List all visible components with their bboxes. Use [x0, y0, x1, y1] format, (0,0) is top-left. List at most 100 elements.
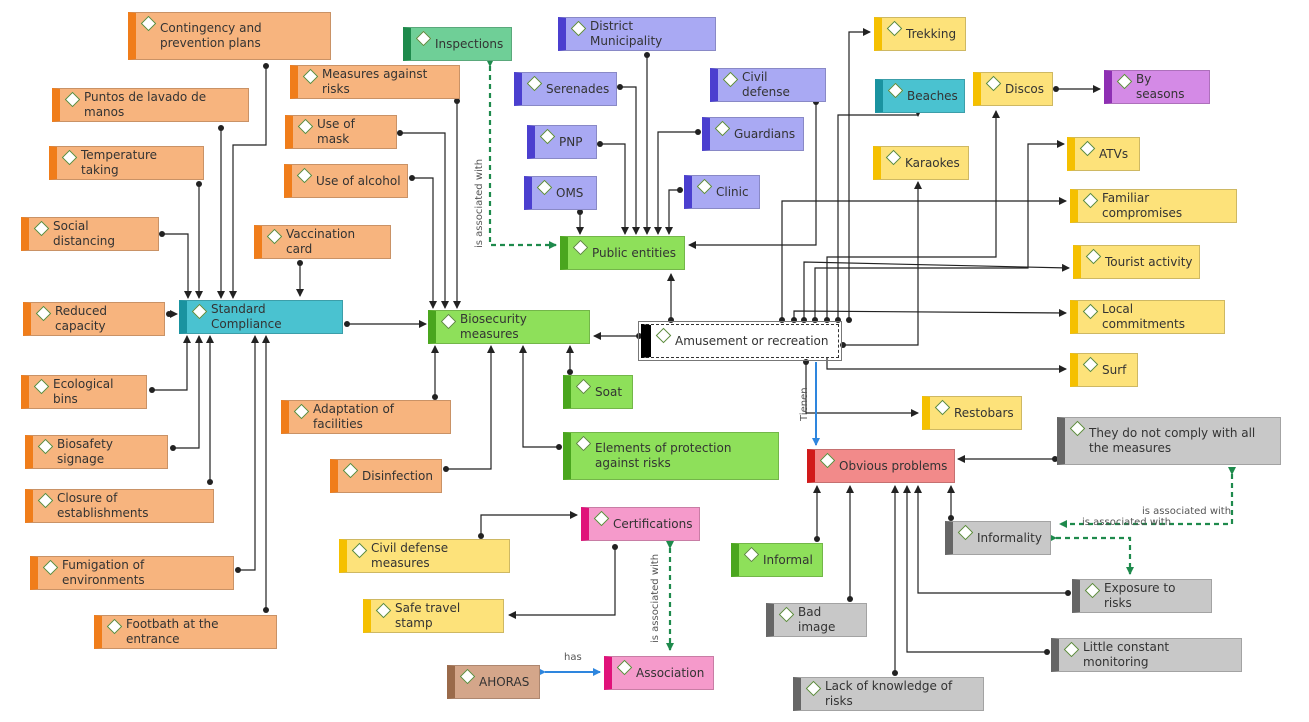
node-karaokes[interactable]: Karaokes [873, 146, 969, 180]
node-label: Obvious problems [839, 458, 948, 473]
diamond-icon [33, 378, 50, 395]
node-label: Adaptation of facilities [313, 402, 395, 431]
connector-dot [478, 533, 484, 539]
link-signage-standard [173, 335, 203, 449]
node-ecological-bins[interactable]: Ecological bins [21, 375, 147, 409]
node-biosecurity-measures[interactable]: Biosecurity measures [428, 310, 590, 344]
node-label: Soat [595, 384, 623, 399]
node-closure-of-establishments[interactable]: Closure of establishments [25, 489, 214, 523]
node-little-constant-monitoring[interactable]: Little constant monitoring [1051, 638, 1242, 672]
node-lack-of-knowledge[interactable]: Lack of knowledge of risks [793, 677, 984, 711]
node-use-of-mask[interactable]: Use of mask [285, 115, 397, 149]
node-footbath[interactable]: Footbath at the entrance [94, 615, 277, 649]
node-vaccination-card[interactable]: Vaccination card [254, 225, 391, 259]
node-disinfection[interactable]: Disinfection [330, 459, 442, 493]
node-ahoras[interactable]: AHORAS [447, 665, 540, 699]
node-label: Familiar compromises [1102, 191, 1183, 220]
node-label: Local commitments [1102, 302, 1185, 331]
node-familiar-compromises[interactable]: Familiar compromises [1070, 189, 1237, 223]
link-civilmeasures-certifications [480, 511, 578, 536]
node-exposure-to-risks[interactable]: Exposure to risks [1072, 579, 1212, 613]
node-tourist-activity[interactable]: Tourist activity [1073, 245, 1200, 279]
node-discos[interactable]: Discos [973, 72, 1053, 106]
node-label: Social distancing [53, 219, 116, 248]
diamond-icon [957, 524, 974, 541]
connector-dot [892, 670, 898, 676]
node-standard-compliance[interactable]: Standard Compliance [179, 300, 343, 334]
connector-dot [166, 311, 172, 317]
connector-dot [636, 333, 642, 339]
node-use-of-alcohol[interactable]: Use of alcohol [284, 164, 408, 198]
node-association[interactable]: Association [604, 656, 714, 690]
node-serenades[interactable]: Serenades [514, 72, 617, 106]
node-label: Beaches [907, 88, 958, 103]
connector-dot [196, 181, 202, 187]
node-label: Inspections [435, 36, 504, 51]
diamond-icon [1084, 582, 1101, 599]
node-amusement-or-recreation[interactable]: Amusement or recreation [638, 321, 842, 361]
node-trekking[interactable]: Trekking [874, 17, 966, 51]
node-adaptation-of-facilities[interactable]: Adaptation of facilities [281, 400, 451, 434]
connector-dot [443, 466, 449, 472]
node-puntos-de-lavado[interactable]: Puntos de lavado de manos [52, 88, 249, 122]
node-label: Bad image [798, 605, 836, 634]
link-amusement-trekking [848, 28, 871, 320]
node-informality[interactable]: Informality [945, 521, 1051, 555]
diamond-icon [140, 15, 157, 32]
diamond-icon [293, 403, 310, 420]
node-informal[interactable]: Informal [731, 543, 823, 577]
node-clinic[interactable]: Clinic [684, 175, 760, 209]
node-public-entities[interactable]: Public entities [560, 236, 685, 270]
link-amusement-atvs [814, 140, 1065, 320]
node-district-municipality[interactable]: District Municipality [558, 17, 716, 51]
node-do-not-comply[interactable]: They do not comply with all the measures [1057, 417, 1281, 465]
node-label: AHORAS [479, 674, 530, 689]
node-social-distancing[interactable]: Social distancing [21, 217, 159, 251]
node-atvs[interactable]: ATVs [1067, 137, 1140, 171]
node-soat[interactable]: Soat [563, 375, 633, 409]
connector-dot [847, 596, 853, 602]
diamond-icon [1082, 356, 1099, 373]
node-label: Lack of knowledge of risks [825, 679, 953, 708]
connector-dot [454, 98, 460, 104]
node-label: ATVs [1099, 146, 1129, 161]
diamond-icon [302, 68, 319, 85]
node-by-seasons[interactable]: By seasons [1104, 70, 1210, 104]
node-oms[interactable]: OMS [524, 176, 597, 210]
link-contingency-standard [229, 66, 267, 299]
node-label: Civil defense [742, 70, 790, 99]
node-elements-of-protection[interactable]: Elements of protection against risks [563, 432, 779, 480]
node-local-commitments[interactable]: Local commitments [1070, 300, 1225, 334]
node-inspections[interactable]: Inspections [403, 27, 512, 61]
node-temperature-taking[interactable]: Temperature taking [49, 146, 204, 180]
node-guardians[interactable]: Guardians [702, 117, 804, 151]
diamond-icon [1082, 303, 1099, 320]
connector-dot [297, 260, 303, 266]
node-measures-against-risks[interactable]: Measures against risks [290, 65, 460, 99]
node-pnp[interactable]: PNP [527, 125, 597, 159]
diamond-icon [375, 602, 392, 619]
node-safe-travel-stamp[interactable]: Safe travel stamp [363, 599, 504, 633]
diamond-icon [655, 327, 672, 344]
node-fumigation[interactable]: Fumigation of environments [30, 556, 234, 590]
node-restobars[interactable]: Restobars [922, 396, 1022, 430]
link-elements-biosecurity [519, 345, 559, 448]
node-reduced-capacity[interactable]: Reduced capacity [23, 302, 165, 336]
node-obvious-problems[interactable]: Obvious problems [807, 449, 955, 483]
node-civil-defense[interactable]: Civil defense [710, 68, 826, 102]
node-label: Serenades [546, 81, 610, 96]
link-label-inspections-association: is associated with [474, 158, 485, 248]
connector-dot [556, 444, 562, 450]
node-surf[interactable]: Surf [1070, 353, 1138, 387]
node-certifications[interactable]: Certifications [581, 507, 700, 541]
node-bad-image[interactable]: Bad image [766, 603, 867, 637]
node-beaches[interactable]: Beaches [875, 79, 965, 113]
connector-dot [695, 129, 701, 135]
node-label: Trekking [906, 26, 957, 41]
node-biosafety-signage[interactable]: Biosafety signage [25, 435, 168, 469]
diamond-icon [1063, 641, 1080, 658]
diamond-icon [64, 91, 81, 108]
node-civil-defense-measures[interactable]: Civil defense measures [339, 539, 510, 573]
node-contingency-plans[interactable]: Contingency and prevention plans [128, 12, 331, 60]
node-label: Ecological bins [53, 377, 114, 406]
